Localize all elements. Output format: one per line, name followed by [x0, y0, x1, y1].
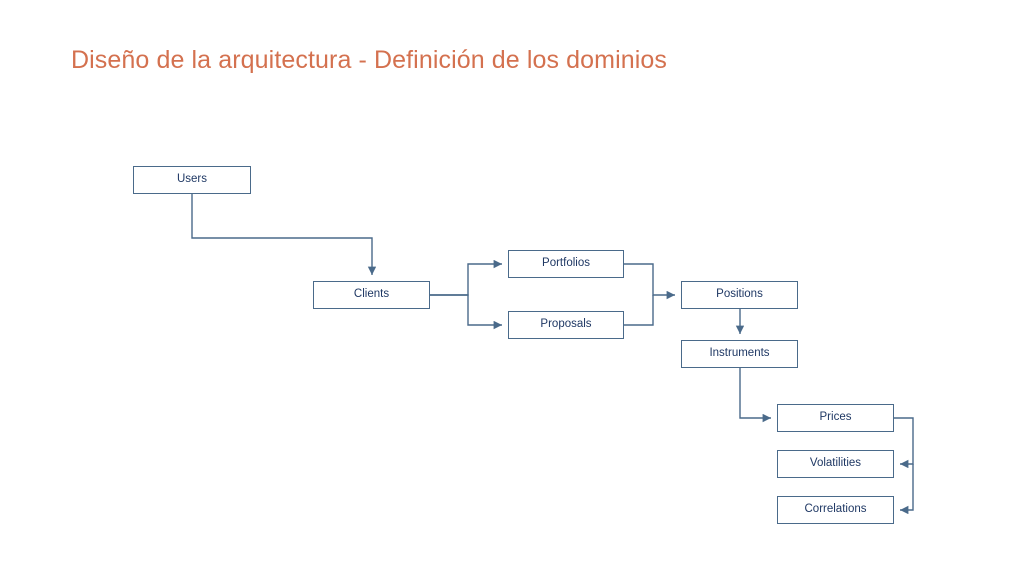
node-prices[interactable]: Prices — [777, 404, 894, 432]
node-instruments[interactable]: Instruments — [681, 340, 798, 368]
edge-portfolios-to-positions — [624, 263, 675, 300]
edge-proposals-to-positions — [624, 295, 654, 326]
edge-prices-to-correlations — [900, 464, 914, 515]
node-proposals-label: Proposals — [540, 318, 592, 331]
node-users-label: Users — [176, 173, 208, 186]
node-portfolios[interactable]: Portfolios — [508, 250, 624, 278]
node-correlations-label: Correlations — [804, 503, 867, 516]
edge-clients-to-portfolios — [430, 259, 502, 296]
node-clients-label: Clients — [353, 288, 390, 301]
edge-clients-to-proposals — [430, 294, 502, 330]
node-positions-label: Positions — [716, 288, 763, 301]
node-proposals[interactable]: Proposals — [508, 311, 624, 339]
page-title: Diseño de la arquitectura - Definición d… — [71, 46, 667, 74]
node-volatilities[interactable]: Volatilities — [777, 450, 894, 478]
edge-instruments-to-prices — [739, 368, 771, 423]
edge-users-to-clients — [191, 194, 377, 275]
node-volatilities-label: Volatilities — [809, 457, 862, 470]
node-prices-label: Prices — [819, 411, 852, 424]
node-clients[interactable]: Clients — [313, 281, 430, 309]
node-positions[interactable]: Positions — [681, 281, 798, 309]
node-users[interactable]: Users — [133, 166, 251, 194]
node-instruments-label: Instruments — [709, 347, 770, 360]
node-correlations[interactable]: Correlations — [777, 496, 894, 524]
node-portfolios-label: Portfolios — [542, 257, 590, 270]
edge-prices-to-volatilities — [894, 417, 914, 469]
